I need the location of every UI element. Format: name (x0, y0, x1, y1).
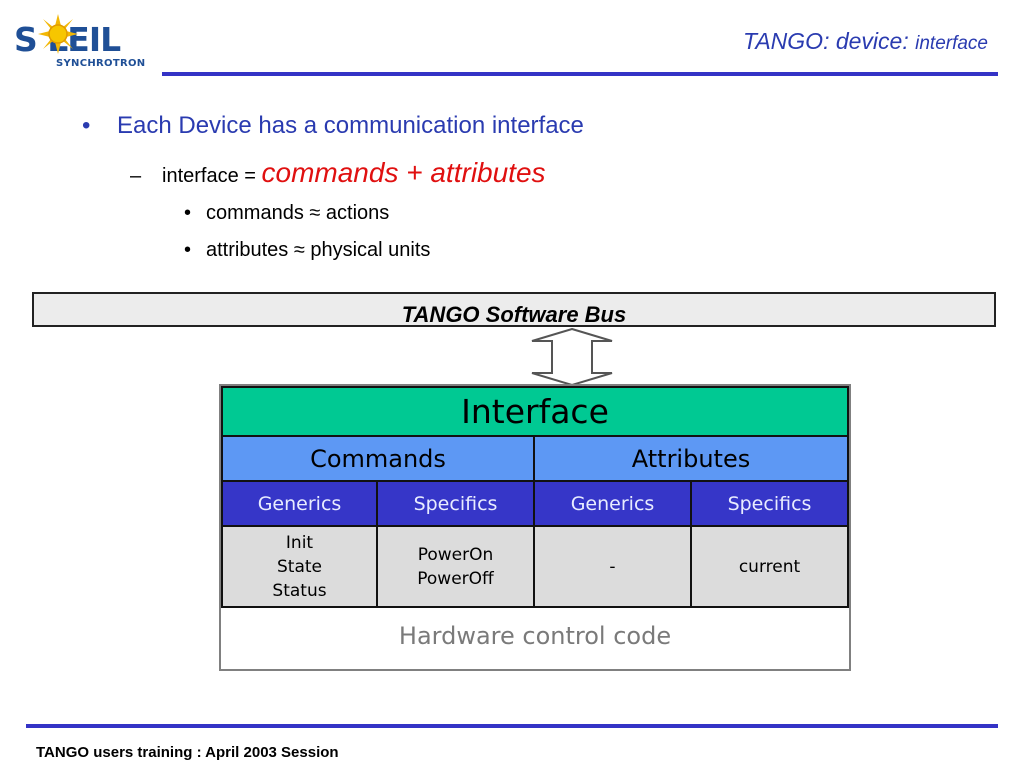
bullet-text: commands ≈ actions (206, 202, 390, 224)
group-commands: Commands (221, 437, 535, 482)
footer-text: TANGO users training : April 2003 Sessio… (36, 744, 339, 761)
title-main: TANGO: device: (743, 28, 909, 54)
interface-header: Interface (461, 392, 609, 431)
hardware-control-label: Hardware control code (398, 622, 672, 650)
bullet-text: Each Device has a communication interfac… (117, 112, 584, 139)
bullet-marker: • (82, 112, 91, 139)
bullet-marker: • (184, 239, 192, 261)
bullet-emphasis: commands + attributes (261, 157, 546, 188)
cell-line: - (609, 556, 616, 577)
subgroup-row: Generics Specifics Generics Specifics (221, 482, 849, 527)
soleil-logo: S LEIL SYNCHROTRON (14, 12, 148, 74)
bullet-marker: • (184, 202, 192, 224)
dash-marker: – (130, 165, 142, 187)
bullet-prefix: interface = (162, 165, 262, 187)
header-divider (162, 72, 998, 76)
subgroup-attributes-generics: Generics (535, 482, 692, 527)
bullet-level2: –interface = commands + attributes (130, 157, 546, 189)
cell-line: current (738, 556, 801, 577)
cell-commands-specifics: PowerOn PowerOff (378, 527, 535, 608)
cell-line: State (277, 556, 322, 577)
cell-attributes-generics: - (535, 527, 692, 608)
group-row: Commands Attributes (221, 437, 849, 482)
logo-sub-text: SYNCHROTRON (56, 58, 146, 69)
cell-line: PowerOff (417, 568, 494, 589)
bullet-text: attributes ≈ physical units (206, 239, 431, 261)
bus-label: TANGO Software Bus (401, 301, 627, 327)
cell-line: Status (272, 580, 327, 601)
cell-attributes-specifics: current (692, 527, 849, 608)
subgroup-commands-specifics: Specifics (378, 482, 535, 527)
cell-commands-generics: Init State Status (221, 527, 378, 608)
double-arrow-icon (531, 328, 613, 386)
bullet-level1: • Each Device has a communication interfa… (82, 112, 584, 140)
footer-divider (26, 724, 998, 728)
interface-diagram: Interface Commands Attributes Generics S… (219, 384, 851, 671)
software-bus: TANGO Software Bus (32, 292, 996, 327)
cell-line: Init (285, 532, 314, 553)
bullet-level3-attributes: • attributes ≈ physical units (184, 239, 430, 262)
sun-icon (38, 14, 78, 54)
logo-brand-text: S LEIL (14, 20, 121, 59)
slide-title: TANGO: device: interface (743, 28, 988, 55)
interface-row: Interface (221, 386, 849, 437)
bullet-level3-commands: • commands ≈ actions (184, 202, 389, 225)
title-small: interface (915, 33, 988, 54)
subgroup-attributes-specifics: Specifics (692, 482, 849, 527)
content-row: Init State Status PowerOn PowerOff - cur… (221, 527, 849, 608)
subgroup-commands-generics: Generics (221, 482, 378, 527)
group-attributes: Attributes (535, 437, 849, 482)
cell-line: PowerOn (417, 544, 494, 565)
